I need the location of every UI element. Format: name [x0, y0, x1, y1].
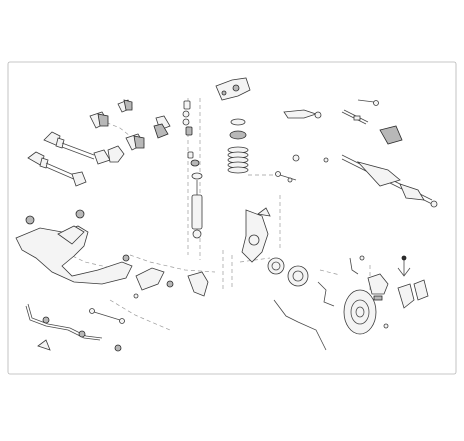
stabilizer-links[interactable]	[37, 308, 125, 352]
steering-knuckle[interactable]	[241, 207, 271, 263]
strut-top-mount[interactable]	[229, 118, 247, 140]
upper-control-arm[interactable]	[283, 109, 322, 119]
diagram-frame	[7, 61, 457, 375]
brake-hoses[interactable]	[273, 257, 359, 351]
drive-shaft-upper[interactable]	[43, 131, 125, 165]
abs-sensor[interactable]	[397, 255, 411, 277]
cv-boot-set[interactable]	[89, 99, 171, 151]
brake-caliper[interactable]	[367, 273, 389, 301]
steering-rack-boots[interactable]	[292, 125, 403, 162]
assembly-guide-lines	[59, 98, 371, 331]
coil-spring[interactable]	[227, 146, 249, 174]
bolts-and-bushings[interactable]	[133, 110, 389, 329]
lower-control-arm[interactable]	[135, 267, 209, 297]
shock-absorber[interactable]	[190, 159, 203, 239]
drive-shaft-lower[interactable]	[27, 151, 87, 187]
tie-rod[interactable]	[275, 99, 379, 181]
strut-bearing[interactable]	[183, 100, 194, 159]
engine-mount-bracket[interactable]	[215, 77, 251, 101]
wheel-hub[interactable]	[267, 257, 309, 287]
subframe-crossmember[interactable]	[15, 209, 133, 285]
brake-disc[interactable]	[343, 289, 377, 335]
brake-pads[interactable]	[397, 279, 429, 309]
stabilizer-bar[interactable]	[25, 303, 103, 341]
steering-rack[interactable]	[341, 154, 438, 208]
